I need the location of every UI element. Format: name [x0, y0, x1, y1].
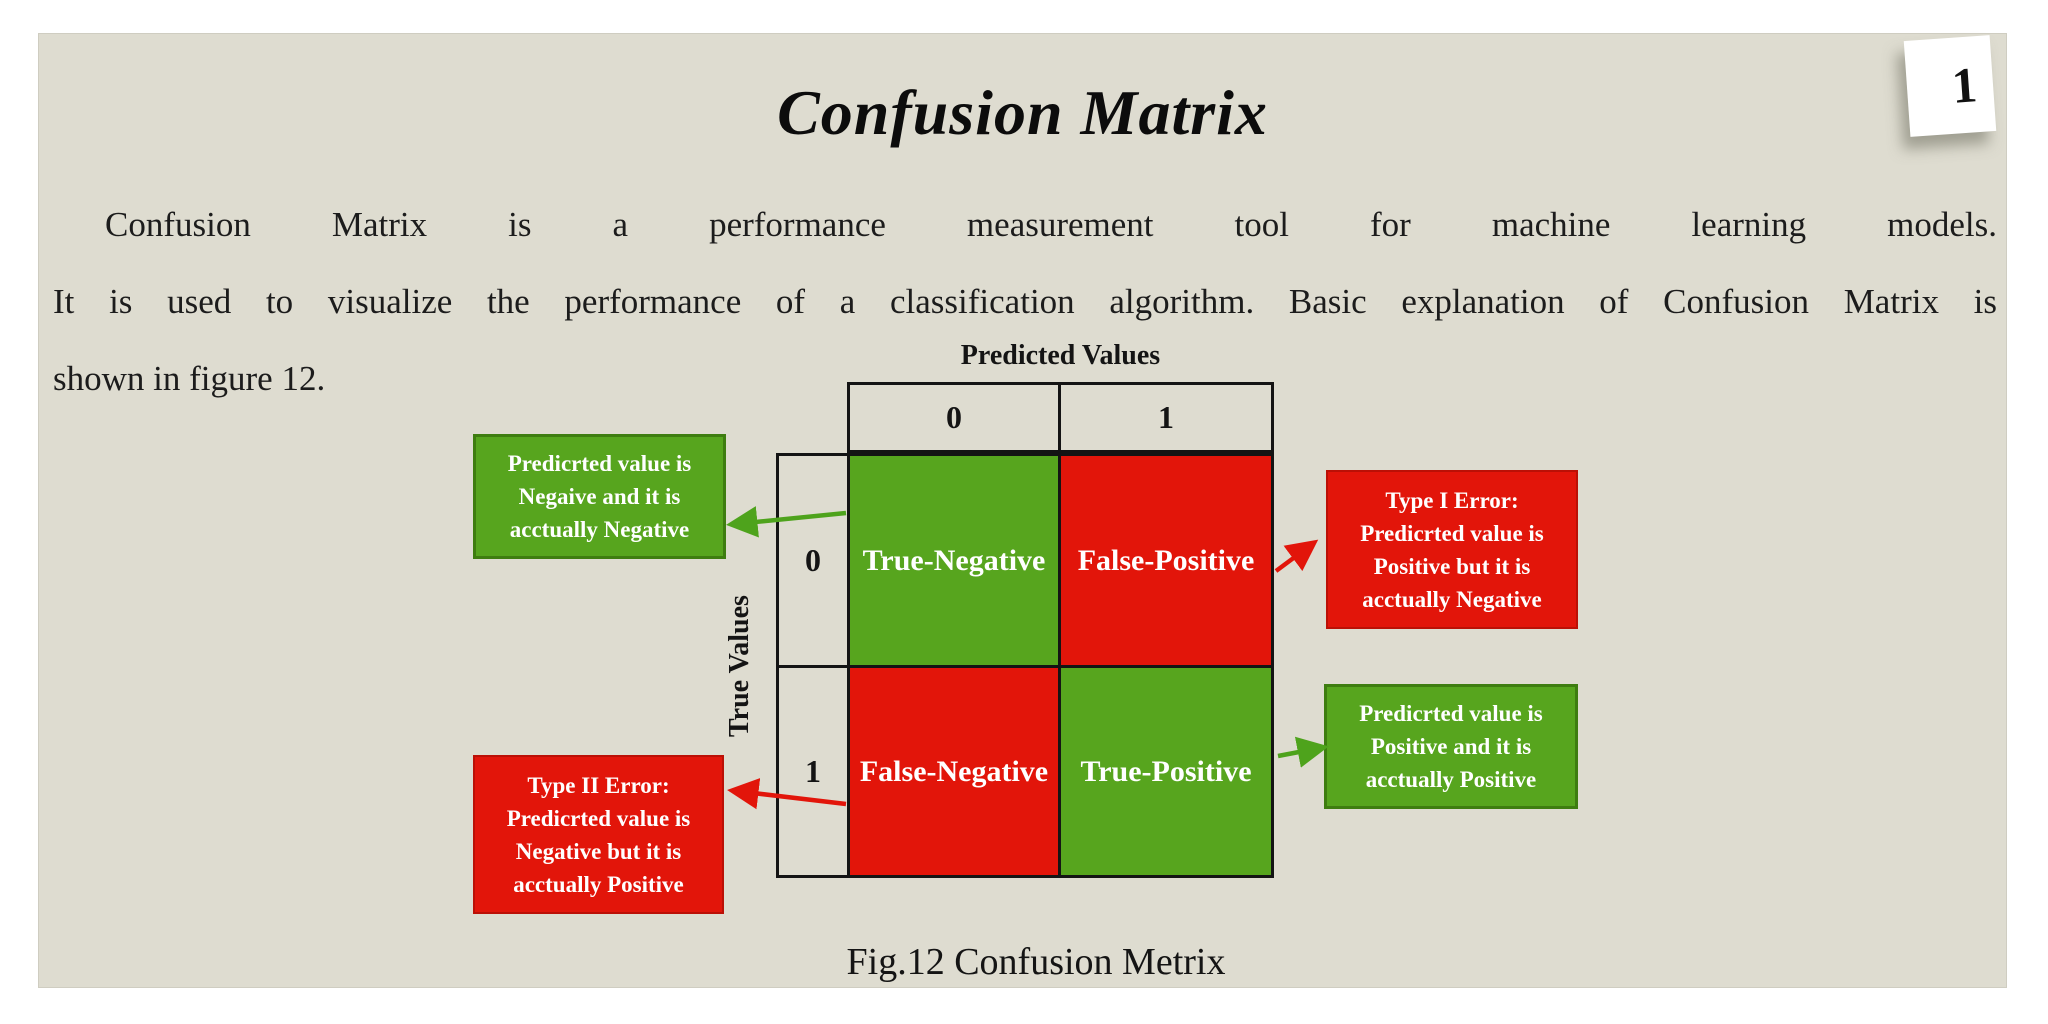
figure-caption: Fig.12 Confusion Metrix: [846, 941, 1226, 983]
slide-title: Confusion Matrix: [777, 77, 1268, 148]
paragraph-line-2: It is used to visualize the performance …: [53, 282, 1997, 321]
callout-type2-error: Type II Error: Predicrted value is Negat…: [473, 755, 724, 914]
row-header-0: 0: [776, 453, 850, 668]
callout-line: Predicrted value is: [506, 805, 691, 831]
callout-line: Predicrted value is: [1360, 520, 1544, 546]
col-header-0: 0: [847, 382, 1061, 453]
callout-line: acctually Positive: [1365, 767, 1537, 792]
page-number-tile: 1: [1903, 35, 1997, 137]
page-number: 1: [1950, 56, 1979, 114]
body-paragraph: Confusion Matrix is a performance measur…: [53, 186, 1997, 417]
cell-true-positive: True-Positive: [1058, 665, 1274, 878]
callout-line: Positive and it is: [1370, 734, 1532, 759]
callout-line: acctually Negative: [1362, 586, 1542, 612]
callout-line: Type I Error:: [1385, 487, 1519, 513]
arrow-to-type1-error-note: [1274, 539, 1319, 573]
arrow-to-true-positive-note: [1277, 736, 1329, 768]
true-values-label: True Values: [724, 595, 755, 737]
callout-line: acctually Negative: [509, 517, 690, 542]
callout-type1-error: Type I Error: Predicrted value is Positi…: [1326, 470, 1578, 629]
callout-true-negative: Predicrted value is Negaive and it is ac…: [473, 434, 726, 559]
paragraph-line-1: Confusion Matrix is a performance measur…: [105, 205, 1997, 244]
predicted-values-label: Predicted Values: [960, 340, 1161, 371]
callout-line: acctually Positive: [513, 871, 684, 897]
cell-true-negative: True-Negative: [847, 453, 1061, 668]
cell-false-negative: False-Negative: [847, 665, 1061, 878]
callout-line: Negative but it is: [515, 838, 682, 864]
col-header-1: 1: [1058, 382, 1274, 453]
cell-false-positive: False-Positive: [1058, 453, 1274, 668]
callout-line: Type II Error:: [527, 772, 670, 798]
slide: Confusion Matrix 1 Confusion Matrix is a…: [38, 33, 2007, 988]
callout-line: Positive but it is: [1373, 553, 1531, 579]
callout-line: Predicrted value is: [507, 451, 692, 476]
callout-line: Negaive and it is: [518, 484, 681, 509]
callout-true-positive: Predicrted value is Positive and it is a…: [1324, 684, 1578, 809]
row-header-1: 1: [776, 665, 850, 878]
paragraph-line-3: shown in figure 12.: [53, 359, 326, 398]
callout-line: Predicrted value is: [1359, 701, 1543, 726]
